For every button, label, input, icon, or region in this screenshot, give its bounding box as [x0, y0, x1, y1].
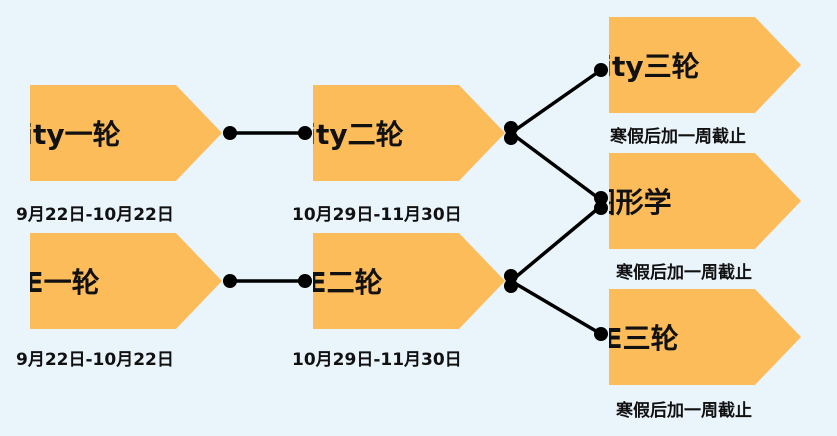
connector-dot	[298, 274, 312, 288]
node-label: Unity二轮	[263, 118, 404, 151]
node-ue3: UE三轮	[609, 289, 801, 385]
node-label: Unity三轮	[559, 50, 700, 83]
node-caption: 10月29日-11月30日	[292, 350, 462, 370]
node-ue2: UE二轮	[313, 233, 505, 329]
node-label: 图形学	[587, 186, 672, 219]
connector-dot	[594, 63, 608, 77]
node-caption: 10月29日-11月30日	[292, 205, 462, 225]
connector-dot	[223, 126, 237, 140]
connector-dot	[504, 279, 518, 293]
edge-unity2-graphics	[509, 131, 603, 202]
node-label: UE一轮	[1, 266, 100, 299]
connector-dot	[504, 131, 518, 145]
connector-dot	[594, 327, 608, 341]
node-caption: 9月22日-10月22日	[16, 205, 174, 225]
connector-dot	[504, 269, 518, 283]
node-unity3: Unity三轮	[609, 17, 801, 113]
node-label: UE二轮	[284, 266, 383, 299]
connector-dot	[298, 126, 312, 140]
node-caption: 寒假后加一周截止	[610, 127, 746, 147]
node-graphics: 图形学	[609, 153, 801, 249]
edge-unity2-unity3	[509, 68, 603, 135]
connector-dot	[223, 274, 237, 288]
node-ue1: UE一轮	[30, 233, 222, 329]
node-unity1: Unity一轮	[30, 85, 222, 181]
connector-dot	[504, 121, 518, 135]
edge-ue2-graphics	[509, 204, 603, 283]
node-caption: 9月22日-10月22日	[16, 350, 174, 370]
node-label: UE三轮	[580, 322, 679, 355]
node-caption: 寒假后加一周截止	[616, 263, 752, 283]
connector-dot	[594, 191, 608, 205]
connector-dot	[594, 201, 608, 215]
node-unity2: Unity二轮	[313, 85, 505, 181]
node-caption: 寒假后加一周截止	[616, 401, 752, 421]
edge-ue2-ue3	[510, 279, 602, 336]
node-label: Unity一轮	[3, 118, 121, 151]
